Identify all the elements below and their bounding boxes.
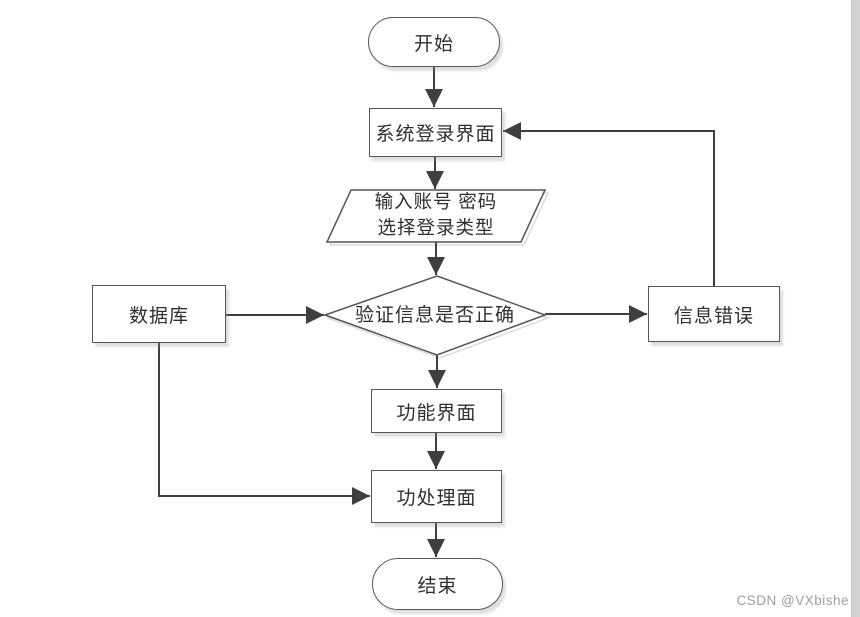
node-start-label: 开始 bbox=[413, 33, 454, 55]
decision-shape bbox=[322, 275, 548, 356]
watermark: CSDN @VXbishe bbox=[736, 593, 849, 608]
node-login: 系统登录界面 bbox=[369, 108, 502, 157]
node-process-label: 功处理面 bbox=[396, 488, 477, 509]
node-error: 信息错误 bbox=[648, 286, 780, 342]
node-input-label-line1: 输入账号 密码 bbox=[374, 193, 498, 213]
node-login-label: 系统登录界面 bbox=[375, 124, 496, 145]
node-function: 功能界面 bbox=[371, 389, 502, 433]
node-end: 结束 bbox=[372, 558, 503, 610]
edge-error-login bbox=[503, 122, 715, 286]
data-shape bbox=[325, 189, 547, 243]
node-input-label: 输入账号 密码 选择登录类型 bbox=[327, 190, 545, 242]
node-verify-label-text: 验证信息是否正确 bbox=[354, 304, 515, 326]
node-start: 开始 bbox=[368, 17, 500, 67]
node-error-label: 信息错误 bbox=[673, 305, 754, 327]
node-process: 功处理面 bbox=[371, 470, 502, 523]
node-verify-label: 验证信息是否正确 bbox=[325, 276, 545, 355]
edge-database-process bbox=[158, 343, 370, 505]
node-end-label: 结束 bbox=[417, 575, 458, 597]
scrollbar[interactable] bbox=[851, 0, 860, 617]
node-database: 数据库 bbox=[92, 285, 226, 343]
node-input-label-line2: 选择登录类型 bbox=[377, 219, 495, 239]
node-function-label: 功能界面 bbox=[396, 402, 477, 424]
node-database-label: 数据库 bbox=[128, 305, 189, 327]
